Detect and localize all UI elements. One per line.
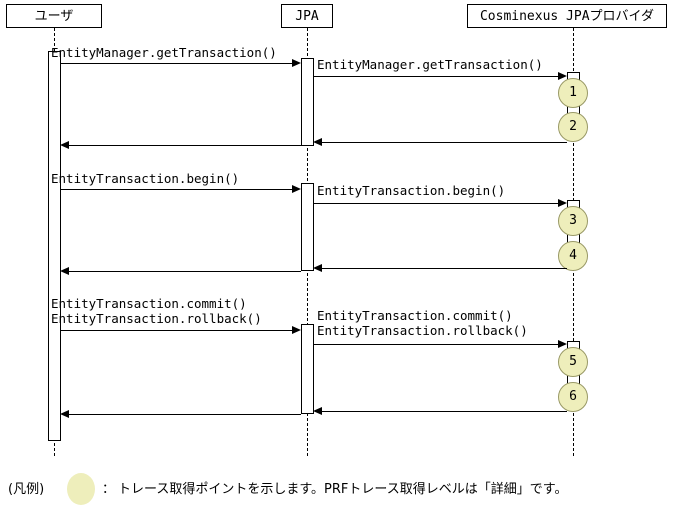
legend-text: トレース取得ポイントを示します。PRFトレース取得レベルは「詳細」です。 bbox=[118, 482, 568, 497]
message-arrow-user-jpa-3 bbox=[61, 330, 294, 331]
arrowhead-user-jpa-2 bbox=[292, 185, 301, 193]
message-arrow-user-jpa-2 bbox=[61, 189, 294, 190]
arrowhead-jpa-provider-3 bbox=[558, 340, 567, 348]
trace-point-3: 3 bbox=[558, 206, 588, 236]
arrowhead-jpa-provider-1 bbox=[558, 72, 567, 80]
arrowhead-provider-jpa-3 bbox=[313, 407, 322, 415]
message-label-user-jpa-3: EntityTransaction.commit() EntityTransac… bbox=[51, 296, 262, 326]
message-label-user-jpa-3-line1: EntityTransaction.commit() bbox=[51, 296, 247, 311]
message-arrow-user-jpa-1 bbox=[61, 63, 294, 64]
arrowhead-provider-jpa-2 bbox=[313, 264, 322, 272]
arrowhead-provider-jpa-1 bbox=[313, 138, 322, 146]
return-arrow-jpa-user-2 bbox=[69, 271, 301, 272]
actor-label-jpa: JPA bbox=[295, 9, 319, 24]
arrowhead-jpa-user-3 bbox=[60, 410, 69, 418]
message-label-jpa-provider-2: EntityTransaction.begin() bbox=[317, 183, 506, 198]
arrowhead-user-jpa-3 bbox=[292, 326, 301, 334]
legend-separator: ： bbox=[102, 482, 116, 497]
activation-bar-jpa-1 bbox=[301, 58, 314, 146]
activation-bar-user bbox=[48, 51, 61, 441]
message-label-user-jpa-2: EntityTransaction.begin() bbox=[51, 171, 240, 186]
actor-label-cosminexus: Cosminexus JPAプロバイダ bbox=[479, 9, 655, 24]
return-arrow-jpa-user-1 bbox=[69, 145, 301, 146]
actor-box-jpa: JPA bbox=[281, 4, 333, 28]
message-label-user-jpa-3-line2: EntityTransaction.rollback() bbox=[51, 311, 262, 326]
message-label-jpa-provider-3-line1: EntityTransaction.commit() bbox=[317, 308, 513, 323]
arrowhead-jpa-user-1 bbox=[60, 141, 69, 149]
trace-point-4: 4 bbox=[558, 241, 588, 271]
return-arrow-provider-jpa-2 bbox=[322, 268, 567, 269]
return-arrow-jpa-user-3 bbox=[69, 414, 301, 415]
trace-point-2: 2 bbox=[558, 112, 588, 142]
trace-point-1: 1 bbox=[558, 78, 588, 108]
actor-label-user: ユーザ bbox=[34, 9, 74, 24]
return-arrow-provider-jpa-3 bbox=[322, 411, 567, 412]
trace-point-6: 6 bbox=[558, 382, 588, 412]
actor-box-cosminexus: Cosminexus JPAプロバイダ bbox=[467, 4, 667, 28]
legend-trace-dot-icon bbox=[67, 473, 95, 505]
message-label-user-jpa-1: EntityManager.getTransaction() bbox=[51, 45, 277, 60]
arrowhead-user-jpa-1 bbox=[292, 59, 301, 67]
legend-prefix: (凡例) bbox=[8, 482, 45, 497]
activation-bar-jpa-3 bbox=[301, 324, 314, 414]
message-arrow-jpa-provider-2 bbox=[314, 203, 560, 204]
arrowhead-jpa-user-2 bbox=[60, 267, 69, 275]
message-label-jpa-provider-3: EntityTransaction.commit() EntityTransac… bbox=[317, 308, 528, 338]
message-label-jpa-provider-1: EntityManager.getTransaction() bbox=[317, 57, 543, 72]
message-arrow-jpa-provider-3 bbox=[314, 344, 560, 345]
message-arrow-jpa-provider-1 bbox=[314, 76, 560, 77]
trace-point-5: 5 bbox=[558, 347, 588, 377]
actor-box-user: ユーザ bbox=[6, 4, 102, 28]
return-arrow-provider-jpa-1 bbox=[322, 142, 567, 143]
activation-bar-jpa-2 bbox=[301, 183, 314, 271]
message-label-jpa-provider-3-line2: EntityTransaction.rollback() bbox=[317, 323, 528, 338]
arrowhead-jpa-provider-2 bbox=[558, 199, 567, 207]
